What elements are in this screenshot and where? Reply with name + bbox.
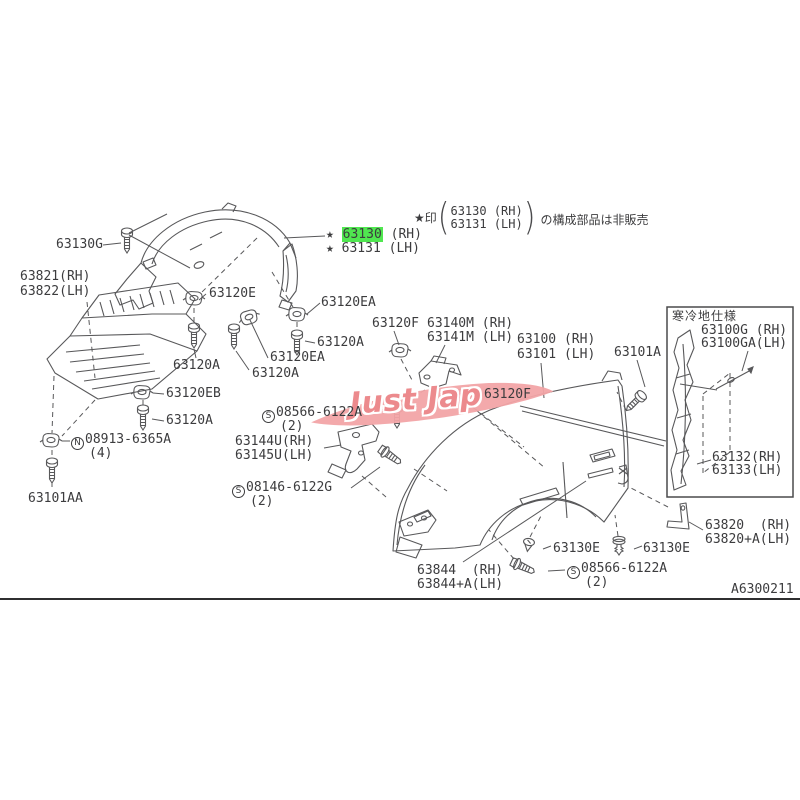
side-suffix: (RH) — [382, 227, 422, 242]
part-label-63144u: 63144U(RH) — [235, 434, 314, 449]
part-label-63120a: 63120A — [173, 358, 220, 373]
star-note-text: の構成部品は非販売 — [540, 212, 649, 227]
splash-cover-drawing — [46, 282, 207, 400]
stay-63820-drawing — [666, 502, 690, 530]
cold-spec-strip-drawing — [670, 329, 695, 491]
star-note-prefix: ★印 — [414, 210, 437, 225]
note-part-lh: 63131 (LH) — [450, 217, 523, 231]
clip-icon — [130, 384, 154, 400]
part-label-63120eb: 63120EB — [166, 386, 221, 401]
part-label-63120f: 63120F — [372, 316, 419, 331]
bolt-icon — [376, 443, 405, 469]
fender-liner-drawing — [114, 202, 298, 311]
qty-label: (2) — [280, 419, 304, 434]
part-label-63145u: 63145U(LH) — [235, 448, 314, 463]
part-label-63820: 63820 (RH) — [705, 518, 792, 533]
stay-bracket-63140-drawing — [418, 355, 462, 389]
screw-icon — [622, 388, 649, 415]
star-callout-lh: ★ 63131 (LH) — [326, 242, 420, 256]
clip-icon — [285, 306, 309, 322]
clip-icon — [39, 432, 63, 448]
assembly-dashed-lines — [51, 237, 731, 560]
part-label-63844: 63844 (RH) — [417, 563, 504, 578]
clip-icon — [388, 342, 412, 358]
circled-s-icon: S — [262, 409, 275, 423]
leader-lines — [62, 213, 749, 572]
part-label-63844a: 63844+A(LH) — [417, 577, 504, 592]
rivet-icon — [612, 535, 626, 556]
part-label-63141m: 63141M (LH) — [427, 330, 514, 345]
screw-icon — [45, 457, 59, 484]
part-label-63130e: 63130E — [643, 541, 690, 556]
qty-label: (2) — [585, 575, 609, 590]
part-label-63120ea: 63120EA — [321, 295, 376, 310]
part-label-63120f: 63120F — [484, 387, 531, 402]
part-label-63132: 63132(RH) — [712, 450, 783, 465]
part-label-63821: 63821(RH) — [20, 269, 91, 284]
pin-63100G-icon — [679, 366, 754, 391]
cold-spec-box — [666, 306, 794, 498]
flat-screw-icon — [521, 537, 536, 553]
part-label-63130e: 63130E — [553, 541, 600, 556]
part-label-63101: 63101 (LH) — [517, 347, 596, 362]
fender-panel-drawing — [392, 370, 667, 559]
circled-s-icon: S — [567, 565, 580, 579]
circled-s-icon: S — [232, 484, 245, 498]
star-callout-rh: ★ 63130 (RH) — [326, 227, 422, 242]
star-icon: ★ — [326, 241, 342, 256]
part-label-63101a: 63101A — [614, 345, 661, 360]
cold-spec-box-title: 寒冷地仕様 — [672, 309, 738, 323]
part-label-63133: 63133(LH) — [712, 463, 783, 478]
screw-icon — [136, 404, 150, 431]
screw-icon — [227, 323, 241, 350]
part-label-63140m: 63140M (RH) — [427, 316, 514, 331]
part-label-63100: 63100 (RH) — [517, 332, 596, 347]
part-label-63120a: 63120A — [252, 366, 299, 381]
part-number: 63131 — [341, 241, 381, 256]
part-label-63822: 63822(LH) — [20, 284, 91, 299]
qty-label: (2) — [250, 494, 274, 509]
part-label-63120a: 63120A — [317, 335, 364, 350]
highlighted-part-number: 63130 — [341, 227, 383, 242]
open-paren: ( — [437, 195, 450, 240]
star-note: ★印 ( 63130 (RH) 63131 (LH) ) の構成部品は非販売 — [414, 199, 649, 237]
drawing-number: A6300211 — [731, 582, 794, 597]
part-label-63820a: 63820+A(LH) — [705, 532, 792, 547]
part-label-63100ga: 63100GA(LH) — [701, 336, 788, 351]
part-label-63101aa: 63101AA — [28, 491, 83, 506]
note-part-rh: 63130 (RH) — [450, 204, 523, 218]
close-paren: ) — [523, 195, 536, 240]
bracket-63144-drawing — [327, 423, 380, 479]
part-label-63100g: 63100G (RH) — [701, 323, 788, 338]
part-label-63120a: 63120A — [166, 413, 213, 428]
bolt-icon — [508, 555, 538, 579]
circled-n-icon: N — [71, 436, 84, 450]
part-label-63130g: 63130G — [56, 237, 103, 252]
part-label-63120e: 63120E — [209, 286, 256, 301]
part-label-63120ea: 63120EA — [270, 350, 325, 365]
star-icon: ★ — [326, 227, 342, 242]
clip-icon — [235, 306, 263, 328]
qty-label: (4) — [89, 446, 113, 461]
watermark-swoosh — [311, 382, 554, 426]
screw-icon — [187, 322, 201, 349]
side-suffix: (LH) — [380, 241, 420, 256]
watermark: Just Jap — [305, 369, 558, 434]
